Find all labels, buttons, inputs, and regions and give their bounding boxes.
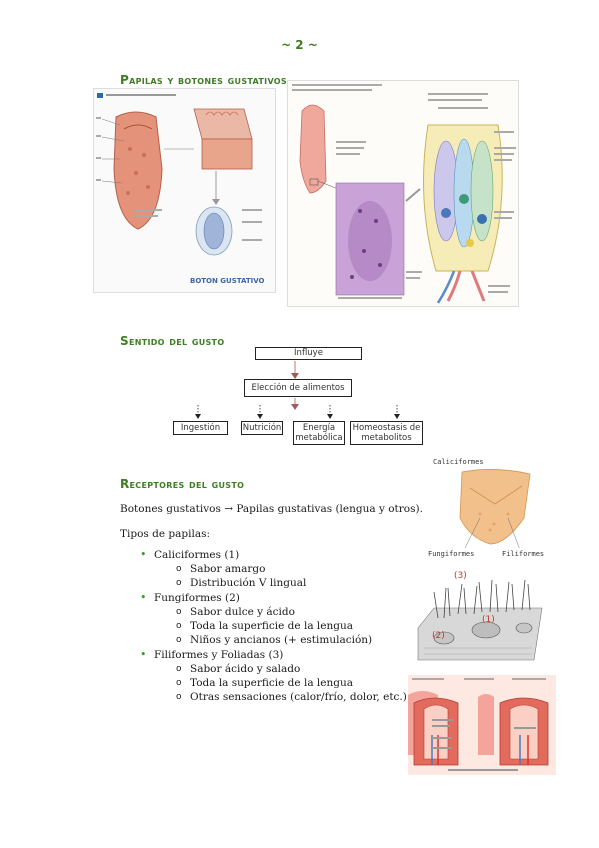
diagram-arrow-1 bbox=[291, 361, 301, 385]
list-subitem: Niños y ancianos (+ estimulación) bbox=[176, 633, 410, 647]
diagram-arrow-ingestion bbox=[194, 405, 204, 425]
list-subitem: Sabor dulce y ácido bbox=[176, 605, 410, 619]
diagram-node-influye: Influye bbox=[255, 347, 362, 360]
caliciformes-label: Caliciformes bbox=[433, 458, 484, 466]
boton-gustativo-caption: BOTON GUSTATIVO bbox=[190, 277, 265, 285]
taste-bud-detail-figure bbox=[287, 80, 519, 307]
papilla-label-1: (1) bbox=[482, 615, 495, 625]
list-subitem: Otras sensaciones (calor/frío, dolor, et… bbox=[176, 690, 410, 704]
section-heading-sentido: Sentido del gusto bbox=[120, 334, 225, 348]
papilla-types-figure: Caliciformes Fungiformes Filiformes bbox=[428, 456, 556, 564]
list-subitem: Toda la superficie de la lengua bbox=[176, 619, 410, 633]
receptores-intro: Botones gustativos → Papilas gustativas … bbox=[120, 503, 423, 515]
section-heading-papilas: Papilas y botones gustativos bbox=[120, 73, 287, 87]
papillae-drawing-figure: (3) (1) (2) bbox=[414, 568, 546, 664]
list-item: Filiformes y Foliadas (3) Sabor ácido y … bbox=[140, 648, 410, 704]
page-number: ~ 2 ~ bbox=[281, 38, 318, 52]
diagram-node-nutricion: Nutrición bbox=[241, 421, 283, 435]
papilla-label-3: (3) bbox=[454, 571, 467, 581]
list-item: Caliciformes (1) Sabor amargo Distribuci… bbox=[140, 548, 410, 590]
diagram-node-homeostasis: Homeostasis de metabolitos bbox=[350, 421, 423, 445]
papilas-list: Caliciformes (1) Sabor amargo Distribuci… bbox=[140, 548, 410, 705]
section-heading-receptores: Receptores del gusto bbox=[120, 477, 245, 491]
list-item: Fungiformes (2) Sabor dulce y ácido Toda… bbox=[140, 591, 410, 647]
diagram-node-eleccion: Elección de alimentos bbox=[244, 379, 352, 397]
fungiformes-label: Fungiformes bbox=[428, 550, 475, 558]
papilla-cross-section-figure bbox=[408, 675, 556, 775]
filiformes-label: Filiformes bbox=[502, 550, 545, 558]
list-subitem: Distribución V lingual bbox=[176, 576, 410, 590]
diagram-arrow-2 bbox=[291, 397, 301, 416]
diagram-node-energia: Energía metabólica bbox=[293, 421, 345, 445]
list-subitem: Sabor amargo bbox=[176, 562, 410, 576]
tongue-papillae-figure: BOTON GUSTATIVO bbox=[93, 88, 276, 293]
diagram-arrow-energia bbox=[326, 405, 336, 425]
list-subitem: Sabor ácido y salado bbox=[176, 662, 410, 676]
diagram-arrow-homeostasis bbox=[393, 405, 403, 425]
papilla-label-2: (2) bbox=[432, 631, 445, 641]
diagram-node-ingestion: Ingestión bbox=[173, 421, 228, 435]
diagram-arrow-nutricion bbox=[256, 405, 266, 425]
tipos-papilas-label: Tipos de papilas: bbox=[120, 528, 211, 540]
list-subitem: Toda la superficie de la lengua bbox=[176, 676, 410, 690]
